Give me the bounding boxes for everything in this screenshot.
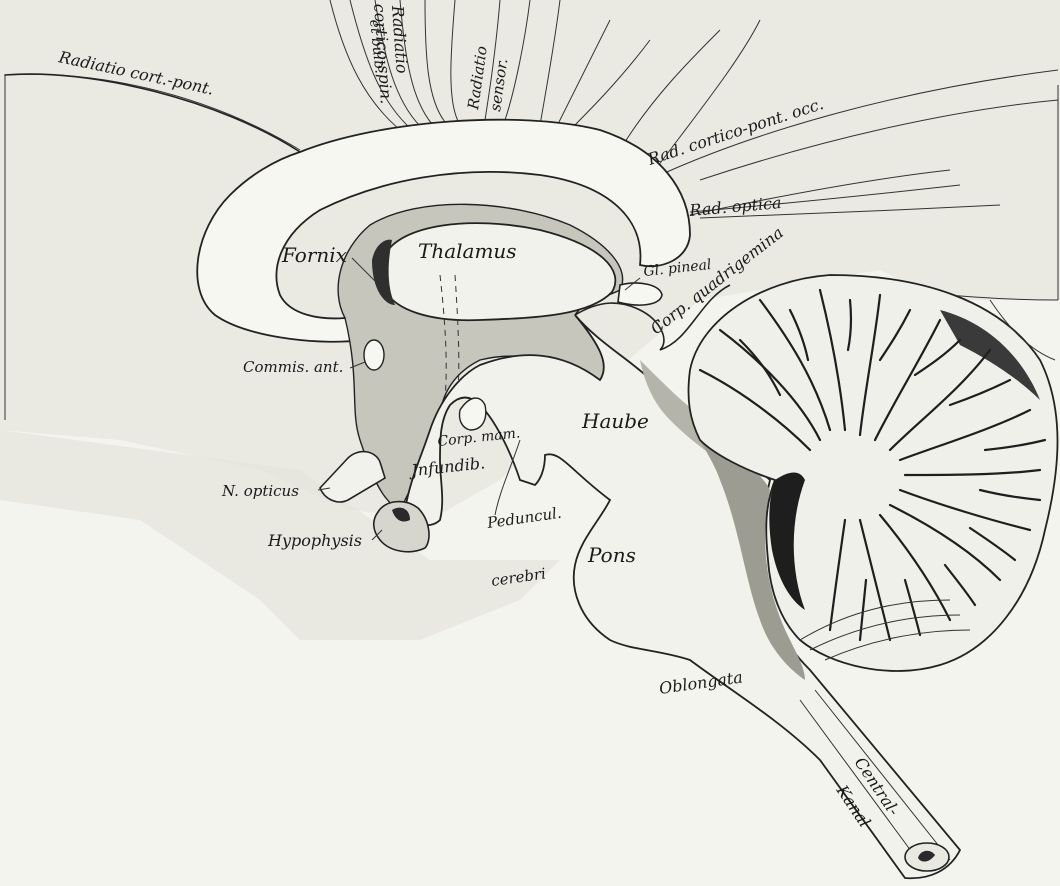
pineal-gland bbox=[618, 283, 662, 305]
label-thalamus: Thalamus bbox=[418, 239, 517, 263]
label-hypophysis: Hypophysis bbox=[267, 531, 362, 550]
label-commis-ant: Commis. ant. bbox=[243, 358, 343, 376]
label-fornix: Fornix bbox=[281, 243, 347, 267]
label-haube: Haube bbox=[581, 409, 649, 433]
label-oblongata: Oblongata bbox=[658, 667, 744, 698]
commissura-anterior bbox=[364, 340, 384, 370]
label-n-opticus: N. opticus bbox=[221, 482, 299, 500]
label-pons: Pons bbox=[587, 543, 636, 567]
